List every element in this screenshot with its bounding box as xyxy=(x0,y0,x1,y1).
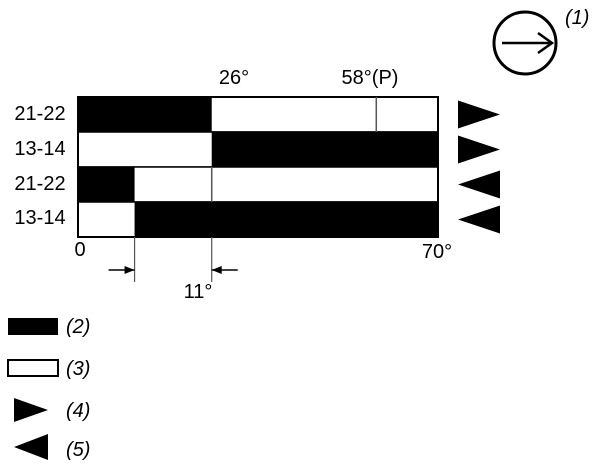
bottom-label-zero: 0 xyxy=(74,239,85,261)
row-label-3: 21-22 xyxy=(14,173,65,195)
bar-grid xyxy=(77,96,439,238)
dimension-arrowhead-right xyxy=(211,266,222,274)
row-label-4: 13-14 xyxy=(14,207,65,229)
dimension-11 xyxy=(108,237,238,282)
dimension-arrowhead-left xyxy=(124,266,135,274)
legend-label-4: (4) xyxy=(66,400,90,422)
left-triangle-icon xyxy=(458,205,500,234)
right-triangle-icon xyxy=(14,398,48,422)
top-label-26: 26° xyxy=(219,67,249,89)
right-triangle-icon xyxy=(458,100,500,129)
direction-indicator: (1) xyxy=(492,7,589,76)
legend-label-5: (5) xyxy=(66,439,90,461)
row-direction-arrows xyxy=(458,100,500,234)
direction-ref-label: (1) xyxy=(565,7,589,29)
row-label-2: 13-14 xyxy=(14,138,65,160)
top-label-58p: 58°(P) xyxy=(342,67,399,89)
row-fill-1 xyxy=(78,97,212,132)
row-label-1: 21-22 xyxy=(14,103,65,125)
left-triangle-icon xyxy=(458,170,500,199)
bottom-label-70: 70° xyxy=(422,241,452,263)
legend: (2) (3) (4) (5) xyxy=(7,316,90,461)
legend-white-bar xyxy=(7,359,59,377)
legend-label-2: (2) xyxy=(66,316,90,338)
row-fill-4 xyxy=(134,202,439,237)
dimension-label: 11° xyxy=(184,281,213,303)
row-frame-3 xyxy=(77,166,439,203)
left-triangle-icon xyxy=(14,434,48,460)
row-fill-3 xyxy=(78,167,135,202)
circle-icon xyxy=(492,10,558,76)
right-arrow-icon xyxy=(537,31,555,55)
right-triangle-icon xyxy=(458,135,500,164)
grid-border xyxy=(77,96,439,238)
row-fill-2 xyxy=(211,132,438,167)
legend-label-3: (3) xyxy=(66,358,90,380)
legend-black-bar xyxy=(8,318,58,335)
